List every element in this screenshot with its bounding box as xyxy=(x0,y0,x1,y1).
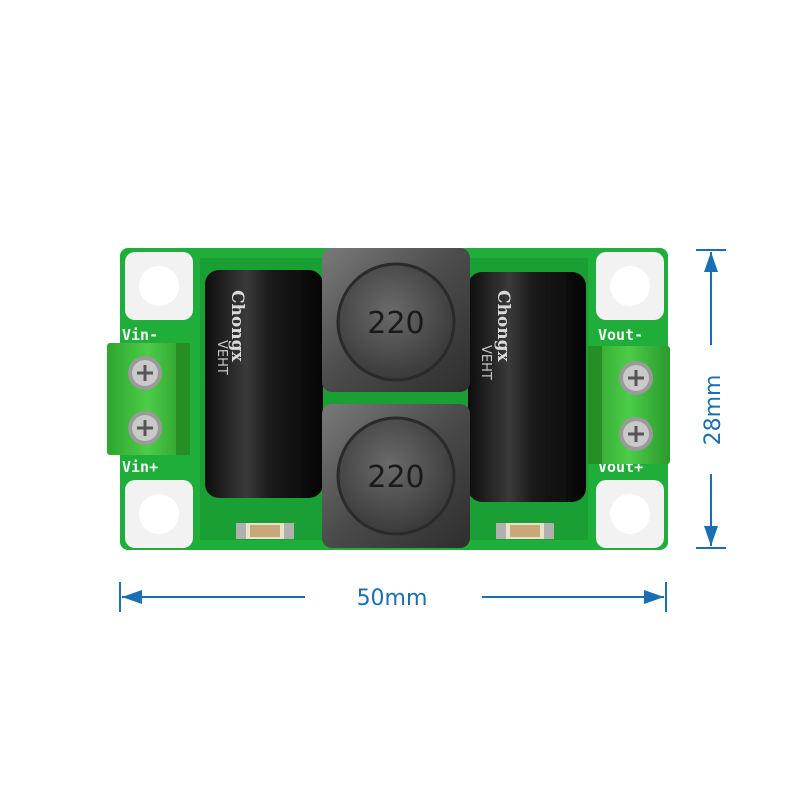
smd-component xyxy=(236,523,294,539)
arrow-left-icon xyxy=(122,590,142,604)
output-terminal-block xyxy=(588,346,670,464)
capacitor-series: VEHT xyxy=(478,345,493,380)
mounting-hole xyxy=(596,480,664,548)
silk-vin-minus: Vin- xyxy=(122,326,158,344)
mounting-hole xyxy=(596,252,664,320)
smd-component xyxy=(496,523,554,539)
input-terminal-block xyxy=(107,343,190,455)
inductor-value: 220 xyxy=(367,306,424,341)
capacitor-brand: Chongx xyxy=(227,290,247,362)
capacitor-brand: Chongx xyxy=(493,290,513,362)
mounting-hole xyxy=(125,480,193,548)
width-dimension: 50mm xyxy=(119,582,667,612)
height-label: 28mm xyxy=(701,375,726,446)
arrow-up-icon xyxy=(704,252,718,272)
arrow-right-icon xyxy=(644,590,664,604)
inductor-value: 220 xyxy=(367,460,424,495)
width-label: 50mm xyxy=(357,586,428,611)
right-capacitor: Chongx VEHT xyxy=(468,272,586,502)
mounting-hole xyxy=(125,252,193,320)
silk-vin-plus: Vin+ xyxy=(122,458,158,476)
top-inductor: 220 xyxy=(322,248,470,392)
capacitor-series: VEHT xyxy=(214,340,229,375)
silk-vout-minus: Vout- xyxy=(598,326,643,344)
arrow-down-icon xyxy=(704,526,718,546)
left-capacitor: Chongx VEHT xyxy=(205,270,323,498)
height-dimension: 28mm xyxy=(696,249,726,549)
bottom-inductor: 220 xyxy=(322,404,470,548)
